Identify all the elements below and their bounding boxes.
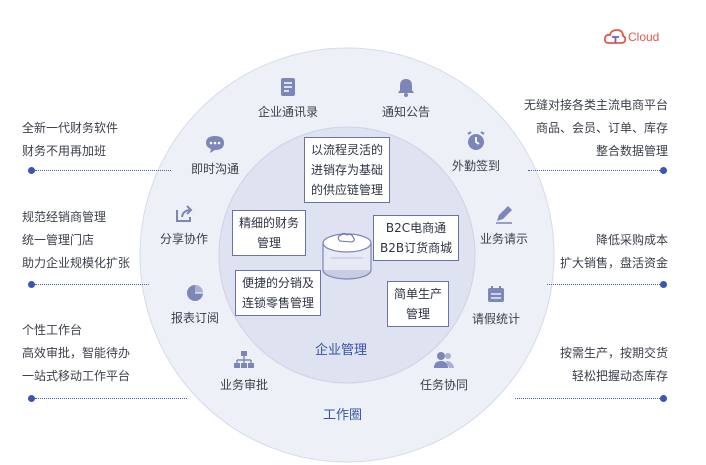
feature-label: 外勤签到 [452, 159, 501, 173]
box-line: 便捷的分销及 [242, 276, 315, 290]
right-block-purchase: 降低采购成本 扩大销售，盘活资金 [560, 229, 668, 275]
feature-label: 分享协作 [160, 232, 209, 246]
feature-notice[interactable]: 通知公告 [382, 76, 430, 120]
connector-dot [28, 167, 35, 174]
left-block-dealer: 规范经销商管理 统一管理门店 助力企业规模化扩张 [22, 206, 130, 275]
feature-checkin[interactable]: 外勤签到 [452, 130, 500, 174]
feature-chat[interactable]: 即时沟通 [191, 133, 239, 177]
left-block-line: 财务不用再加班 [22, 144, 107, 158]
feature-leave[interactable]: 请假统计 [472, 283, 520, 327]
bell-icon [395, 76, 417, 98]
box-line: 连锁零售管理 [242, 296, 315, 310]
pen-icon [493, 203, 515, 225]
connector-line [35, 398, 187, 399]
outer-ring-label: 工作圈 [323, 408, 363, 423]
right-block-line: 按需生产，按期交货 [559, 346, 668, 360]
feature-label: 报表订阅 [171, 311, 220, 325]
feature-label: 业务请示 [480, 232, 529, 246]
connector-dot [28, 281, 35, 288]
left-block-workspace: 个性工作台 高效审批，智能待办 一站式移动工作平台 [22, 319, 130, 388]
left-block-line: 统一管理门店 [22, 233, 95, 247]
box-line: 以流程灵活的 [311, 143, 384, 157]
box-line: 的供应链管理 [311, 183, 384, 197]
connector-dot [660, 281, 667, 288]
left-block-line: 一站式移动工作平台 [22, 369, 131, 383]
left-block-line: 助力企业规模化扩张 [22, 256, 131, 270]
contacts-icon [277, 76, 299, 98]
right-block-ecommerce: 无缝对接各类主流电商平台 商品、会员、订单、库存 整合数据管理 [524, 94, 668, 163]
feature-approval[interactable]: 业务审批 [220, 349, 268, 393]
right-block-line: 轻松把握动态库存 [571, 369, 668, 383]
box-ecommerce: B2C电商通 B2B订货商城 [373, 215, 460, 261]
box-line: 管理 [257, 236, 282, 250]
box-production: 简单生产 管理 [387, 281, 450, 327]
feature-label: 通知公告 [382, 105, 431, 119]
box-finance: 精细的财务 管理 [232, 210, 307, 256]
feature-label: 请假统计 [472, 312, 521, 326]
feature-share[interactable]: 分享协作 [160, 203, 208, 247]
database-icon [322, 232, 372, 280]
cloud-logo-icon [604, 29, 626, 44]
share-icon [173, 203, 195, 225]
connector-line [515, 398, 660, 399]
brand-logo: Cloud [604, 24, 674, 50]
box-distribution: 便捷的分销及 连锁零售管理 [235, 270, 322, 316]
connector-line [528, 170, 660, 171]
connector-line [35, 170, 171, 171]
box-line: 进销存为基础 [311, 163, 384, 177]
inner-ring-label: 企业管理 [315, 343, 368, 358]
right-block-line: 降低采购成本 [595, 233, 668, 247]
people-icon [433, 349, 455, 371]
right-block-line: 扩大销售，盘活资金 [559, 256, 668, 270]
connector-dot [660, 167, 667, 174]
box-line: B2B订货商城 [380, 241, 453, 255]
connector-line [35, 284, 149, 285]
box-line: 管理 [406, 307, 431, 321]
left-block-line: 规范经销商管理 [22, 210, 107, 224]
clock-icon [465, 130, 487, 152]
left-block-line: 个性工作台 [22, 323, 83, 337]
pie-chart-icon [184, 282, 206, 304]
left-block-finance: 全新一代财务软件 财务不用再加班 [22, 117, 118, 163]
left-block-line: 高效审批，智能待办 [22, 346, 131, 360]
left-block-line: 全新一代财务软件 [22, 121, 119, 135]
brand-name: Cloud [628, 30, 660, 44]
feature-label: 企业通讯录 [258, 105, 319, 119]
feature-request[interactable]: 业务请示 [480, 203, 528, 247]
connector-line [547, 284, 660, 285]
chat-icon [204, 133, 226, 155]
feature-report[interactable]: 报表订阅 [171, 282, 219, 326]
calendar-icon [485, 283, 507, 305]
box-line: 精细的财务 [239, 216, 300, 230]
connector-dot [28, 395, 35, 402]
feature-task[interactable]: 任务协同 [420, 349, 468, 393]
box-line: B2C电商通 [385, 221, 447, 235]
feature-label: 任务协同 [420, 378, 469, 392]
connector-dot [660, 395, 667, 402]
box-line: 简单生产 [394, 287, 443, 301]
org-chart-icon [233, 349, 255, 371]
feature-label: 即时沟通 [191, 162, 240, 176]
right-block-line: 无缝对接各类主流电商平台 [523, 98, 668, 112]
right-block-production: 按需生产，按期交货 轻松把握动态库存 [560, 342, 668, 388]
right-block-line: 整合数据管理 [595, 144, 668, 158]
feature-label: 业务审批 [220, 378, 269, 392]
box-supply-chain: 以流程灵活的 进销存为基础 的供应链管理 [304, 137, 391, 203]
right-block-line: 商品、会员、订单、库存 [535, 121, 668, 135]
feature-contacts[interactable]: 企业通讯录 [258, 76, 318, 120]
